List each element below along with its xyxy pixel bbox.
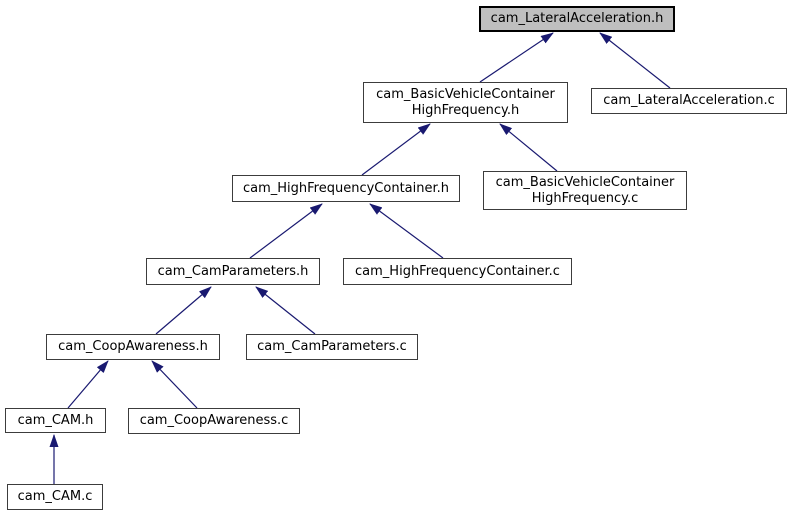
graph-node-label-line: cam_HighFrequencyContainer.c [355,263,560,279]
graph-node-cam_c[interactable]: cam_CAM.c [7,484,103,510]
graph-node-cp_c[interactable]: cam_CamParameters.c [246,334,418,360]
graph-node-label-line: cam_BasicVehicleContainer [376,86,555,102]
graph-node-label-line: cam_CamParameters.c [257,339,407,354]
graph-node-label-line: cam_CAM.c [17,489,93,504]
dependency-edge-cp_c-to-cp_h [255,286,316,335]
graph-node-hfc_h[interactable]: cam_HighFrequencyContainer.h [232,175,460,202]
graph-node-label-line: cam_HighFrequencyContainer.h [242,180,450,196]
graph-node-label-line: cam_BasicVehicleContainer [495,174,675,190]
graph-node-label-line: cam_CoopAwareness.c [139,413,289,428]
graph-node-label-line: cam_CoopAwareness.h [58,339,208,354]
graph-node-label-line: cam_LateralAcceleration.c [603,93,775,108]
dependency-edge-bvchf_c-to-bvchf_h [499,123,558,172]
graph-node-cp_h[interactable]: cam_CamParameters.h [146,258,320,285]
graph-node-hfc_c[interactable]: cam_HighFrequencyContainer.c [343,258,572,285]
graph-node-la_h: cam_LateralAcceleration.h [479,6,675,32]
graph-node-label-line: cam_CAM.h [17,412,94,428]
graph-node-label-line: HighFrequency.c [531,190,639,206]
dependency-edge-bvchf_h-to-la_h [479,32,554,83]
graph-node-ca_h[interactable]: cam_CoopAwareness.h [46,334,220,360]
dependency-edge-la_c-to-la_h [599,32,671,89]
dependency-edge-ca_c-to-ca_h [151,360,198,409]
dependency-edge-hfc_c-to-hfc_h [369,203,444,259]
graph-node-ca_c[interactable]: cam_CoopAwareness.c [128,408,300,434]
dependency-edge-cp_h-to-hfc_h [249,203,323,259]
dependency-edge-cam_h-to-ca_h [67,360,109,409]
graph-node-cam_h[interactable]: cam_CAM.h [5,408,106,433]
graph-node-label-line: cam_LateralAcceleration.h [490,11,664,26]
graph-node-la_c[interactable]: cam_LateralAcceleration.c [591,88,787,114]
graph-node-label-line: HighFrequency.h [411,102,520,118]
graph-node-label-line: cam_CamParameters.h [157,263,309,279]
dependency-edge-hfc_h-to-bvchf_h [361,123,431,176]
dependency-edge-ca_h-to-cp_h [155,286,212,335]
